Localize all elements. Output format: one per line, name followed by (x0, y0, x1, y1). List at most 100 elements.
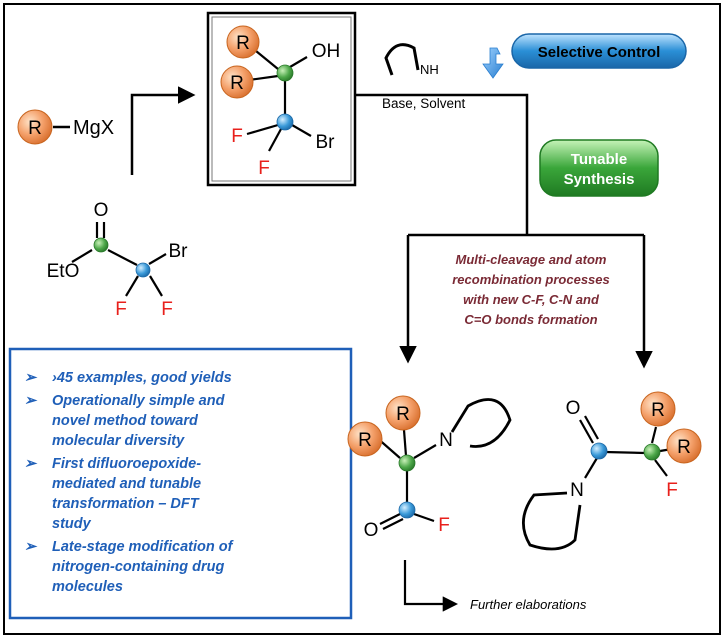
p2-r1-bond (650, 426, 658, 444)
bullet-3-line2: mediated and tunable (52, 476, 201, 492)
bullet-4-line3: molecules (52, 579, 123, 595)
p1-f-label: F (438, 515, 450, 536)
tunable-synthesis-pill (539, 139, 659, 197)
bullet-2-line2: novel method toward (52, 413, 199, 429)
further-arrow (403, 560, 459, 612)
p1-carbonyl-atom (398, 501, 416, 519)
p2-co-bond-a (584, 415, 599, 440)
intermediate-box-inner (211, 16, 352, 182)
p1-quaternary-atom (398, 454, 416, 472)
p2-carbonyl-atom (590, 442, 608, 460)
selective-control-pill (511, 33, 687, 69)
int-r1-label: R (236, 33, 250, 54)
bullet-list: ➢ ›45 examples, good yields ➢ Operationa… (24, 370, 235, 595)
bullet-marker-4: ➢ (24, 539, 38, 555)
ester-oet-bond (71, 249, 93, 263)
process-text-line1: Multi-cleavage and atom (456, 252, 607, 267)
outer-frame (3, 3, 721, 635)
p1-r2-bond (402, 429, 408, 457)
int-r2-label: R (230, 73, 244, 94)
ester-cbr-bond (148, 253, 167, 265)
p2-cf-bond (654, 459, 668, 477)
bullet-1-line1: ›45 examples, good yields (52, 370, 232, 386)
int-f1-label: F (231, 126, 243, 147)
p1-pyrrolidine-ring (450, 398, 512, 448)
p1-r1-sphere (347, 421, 383, 457)
p2-n-label: N (570, 480, 584, 501)
p2-cn-bond (584, 457, 598, 479)
amine-ring (384, 43, 420, 76)
p1-co-bond-b (382, 518, 404, 530)
int-br-label: Br (316, 132, 336, 153)
bullet-marker-3: ➢ (24, 456, 38, 472)
p1-cn-bond (413, 444, 437, 459)
p1-co-bond-a (379, 513, 401, 525)
p2-o-label: O (566, 398, 581, 419)
p2-quaternary-atom (643, 443, 661, 461)
curved-arrow-icon (482, 47, 504, 79)
ester-carbonyl-atom (93, 237, 109, 253)
int-r2-bond (248, 74, 279, 82)
main-path-line (355, 93, 529, 235)
int-carbinol-atom (276, 64, 294, 82)
ester-cf1-bond (125, 275, 139, 297)
bullet-3-line3: transformation – DFT (52, 496, 200, 512)
p1-r1-label: R (358, 430, 372, 451)
ester-br-label: Br (169, 241, 189, 262)
tunable-label-line2: Synthesis (564, 171, 635, 188)
further-elaborations-label: Further elaborations (470, 597, 587, 612)
p2-pyrrolidine-ring (522, 491, 582, 551)
process-text-line3: with new C-F, C-N and (463, 292, 600, 307)
p1-cf-bond (413, 512, 435, 523)
features-box (8, 347, 353, 620)
int-r1-sphere (226, 25, 260, 59)
p2-r2-sphere (666, 428, 702, 464)
int-r2-sphere (220, 65, 254, 99)
p2-co-bond-b (579, 419, 594, 444)
bullet-marker-2: ➢ (24, 393, 38, 409)
int-cf2-bond (268, 128, 282, 152)
grignard-mgx-label: MgX (73, 117, 114, 139)
int-cf2-atom (276, 113, 294, 131)
p2-cc-bond (604, 450, 646, 455)
process-text-line4: C=O bonds formation (464, 312, 597, 327)
ester-cf2-bond (149, 275, 163, 297)
bullet-2-line1: Operationally simple and (52, 393, 226, 409)
ester-eto-label: EtO (47, 261, 80, 282)
bullet-2-line3: molecular diversity (52, 433, 185, 449)
selective-control-label: Selective Control (538, 44, 661, 61)
grignard-r-sphere (17, 109, 53, 145)
process-text-line2: recombination processes (452, 272, 610, 287)
tunable-label-line1: Tunable (571, 151, 627, 168)
bullet-4-line2: nitrogen-containing drug (52, 559, 225, 575)
amine-nh-label: NH (420, 62, 439, 77)
ester-f1-label: F (115, 299, 127, 320)
int-oh-bond (289, 56, 308, 68)
p1-n-label: N (439, 430, 453, 451)
p1-r2-sphere (385, 395, 421, 431)
grignard-r-label: R (28, 118, 42, 139)
p2-f-label: F (666, 480, 678, 501)
bullet-3-line4: study (52, 516, 92, 532)
conditions-label: Base, Solvent (382, 96, 466, 111)
int-oh-label: OH (312, 41, 341, 62)
bullet-3-line1: First difluoroepoxide- (52, 456, 201, 472)
int-r1-bond (255, 50, 279, 70)
p1-o-label: O (364, 520, 379, 541)
combine-arrow (130, 86, 196, 175)
bullet-4-line1: Late-stage modification of (52, 539, 235, 555)
int-f2-label: F (258, 158, 270, 179)
ester-cc-bond (107, 249, 138, 266)
p2-r1-label: R (651, 400, 665, 421)
ester-o-label: O (94, 200, 109, 221)
p2-r2-label: R (677, 437, 691, 458)
bullet-marker-1: ➢ (24, 370, 38, 386)
ester-f2-label: F (161, 299, 173, 320)
p1-r2-label: R (396, 404, 410, 425)
p2-r1-sphere (640, 391, 676, 427)
ester-cf2-atom (135, 262, 151, 278)
int-cbr-bond (291, 124, 312, 137)
int-cf1-bond (246, 123, 279, 136)
